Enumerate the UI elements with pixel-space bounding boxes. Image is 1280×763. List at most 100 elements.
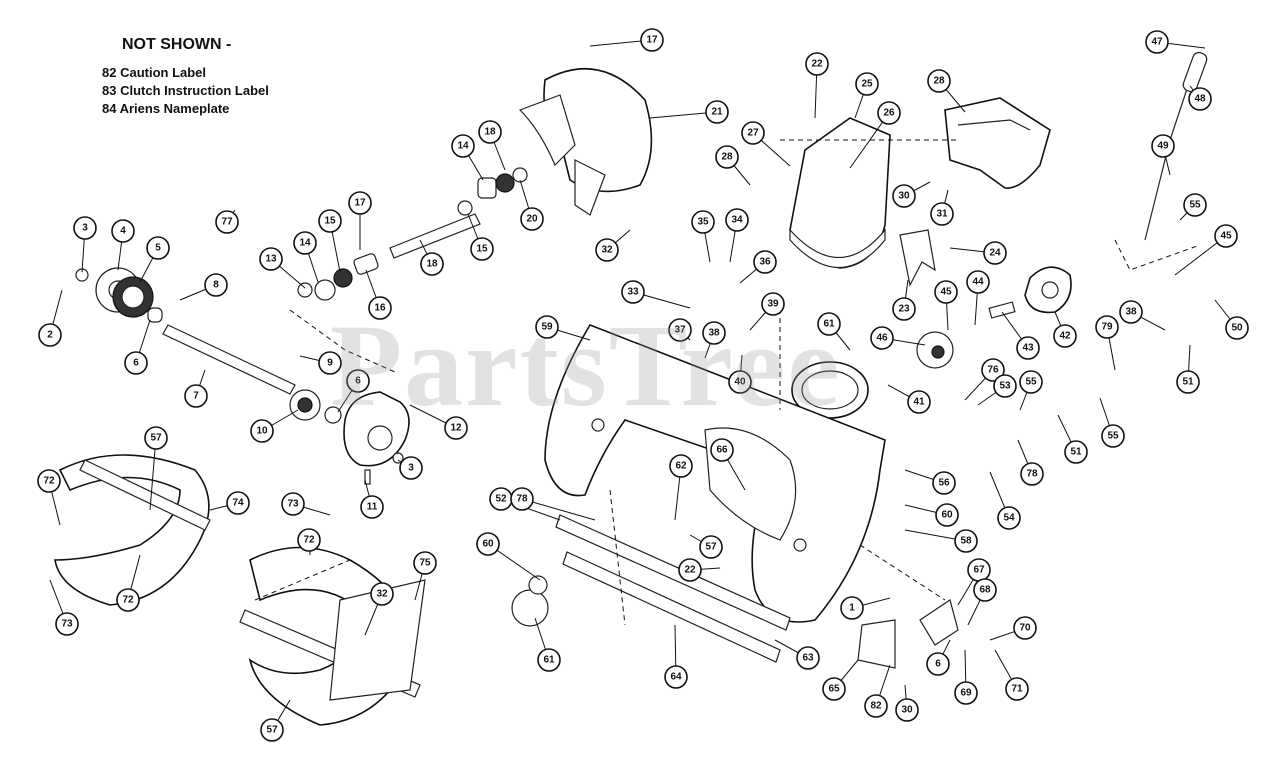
callout-number: 23 [898, 304, 910, 315]
callout-number: 65 [828, 684, 840, 695]
callout-72: 72 [116, 588, 140, 612]
callout-bubble [348, 191, 372, 215]
callout-57: 57 [260, 718, 284, 742]
callout-32: 32 [595, 238, 619, 262]
callout-number: 6 [935, 659, 941, 670]
thrust-bearing-part [495, 173, 515, 193]
callout-bubble [204, 273, 228, 297]
callout-number: 55 [1107, 431, 1119, 442]
callout-48: 48 [1188, 87, 1212, 111]
callout-28: 28 [927, 69, 951, 93]
callout-number: 9 [327, 358, 333, 369]
callout-12: 12 [444, 416, 468, 440]
callout-14: 14 [451, 134, 475, 158]
callout-82: 82 [864, 694, 888, 718]
impeller-blade-lower-part [574, 159, 606, 216]
callout-number: 59 [541, 322, 553, 333]
callout-bubble [715, 145, 739, 169]
callout-32: 32 [370, 582, 394, 606]
callout-bubble [360, 495, 384, 519]
callout-bubble [678, 558, 702, 582]
callout-bubble [926, 652, 950, 676]
callout-55: 55 [1019, 370, 1043, 394]
callout-number: 48 [1194, 94, 1206, 105]
callout-bubble [1188, 87, 1212, 111]
callout-bubble [973, 578, 997, 602]
callout-bubble [1005, 677, 1029, 701]
callout-bubble [640, 28, 664, 52]
callout-number: 18 [426, 259, 438, 270]
callout-number: 1 [849, 603, 855, 614]
callout-bubble [370, 582, 394, 606]
callout-17: 17 [640, 28, 664, 52]
callout-bubble [297, 528, 321, 552]
callout-number: 22 [811, 59, 823, 70]
callout-11: 11 [360, 495, 384, 519]
callout-bubble [892, 297, 916, 321]
callout-bubble [520, 207, 544, 231]
chute-deflector-part [944, 97, 1051, 189]
callout-26: 26 [877, 101, 901, 125]
callout-bubble [702, 321, 726, 345]
callout-number: 58 [960, 536, 972, 547]
callout-64: 64 [664, 665, 688, 689]
callout-6: 6 [346, 369, 370, 393]
callout-62: 62 [669, 454, 693, 478]
not-shown-notes: NOT SHOWN - 82 Caution Label 83 Clutch I… [102, 36, 269, 118]
callout-69: 69 [954, 681, 978, 705]
callout-number: 6 [355, 376, 361, 387]
callout-bubble [705, 100, 729, 124]
callout-41: 41 [907, 390, 931, 414]
callout-number: 79 [1101, 322, 1113, 333]
callout-bubble [907, 390, 931, 414]
callout-13: 13 [259, 247, 283, 271]
callout-bubble [621, 280, 645, 304]
callout-bubble [699, 535, 723, 559]
note-line-caution-label: 82 Caution Label [102, 65, 207, 80]
callout-number: 14 [457, 141, 469, 152]
callout-number: 53 [999, 381, 1011, 392]
callout-number: 15 [324, 216, 336, 227]
callout-39: 39 [761, 292, 785, 316]
callout-bubble [668, 318, 692, 342]
callout-number: 17 [354, 198, 366, 209]
callout-65: 65 [822, 677, 846, 701]
callout-bubble [993, 374, 1017, 398]
pulley-hub [1041, 281, 1059, 299]
callout-bubble [817, 312, 841, 336]
callout-bubble [1225, 316, 1249, 340]
callout-17: 17 [348, 191, 372, 215]
callout-number: 70 [1019, 623, 1031, 634]
callout-34: 34 [725, 208, 749, 232]
callout-66: 66 [710, 438, 734, 462]
callout-number: 72 [122, 595, 134, 606]
callout-number: 27 [747, 128, 759, 139]
callout-number: 10 [256, 426, 268, 437]
callout-bubble [116, 588, 140, 612]
callout-76: 76 [981, 358, 1005, 382]
callout-number: 57 [150, 433, 162, 444]
discharge-ring-inner [801, 370, 859, 410]
callout-number: 4 [120, 226, 126, 237]
callout-bubble [37, 469, 61, 493]
callout-number: 61 [823, 319, 835, 330]
auger-left-flight [79, 459, 211, 531]
callout-30: 30 [892, 184, 916, 208]
callout-bubble [864, 694, 888, 718]
callout-8: 8 [204, 273, 228, 297]
callout-78: 78 [1020, 462, 1044, 486]
callout-number: 30 [901, 705, 913, 716]
callout-1: 1 [840, 596, 864, 620]
callout-bubble [444, 416, 468, 440]
callout-number: 22 [684, 565, 696, 576]
callout-number: 3 [82, 223, 88, 234]
callout-leader [521, 498, 596, 521]
callout-bubble [1101, 424, 1125, 448]
callout-15: 15 [470, 237, 494, 261]
callout-leader [149, 437, 157, 511]
callout-number: 33 [627, 287, 639, 298]
callout-number: 41 [913, 397, 925, 408]
callout-21: 21 [705, 100, 729, 124]
callout-51: 51 [1176, 370, 1200, 394]
shear-pin-part [364, 469, 371, 485]
